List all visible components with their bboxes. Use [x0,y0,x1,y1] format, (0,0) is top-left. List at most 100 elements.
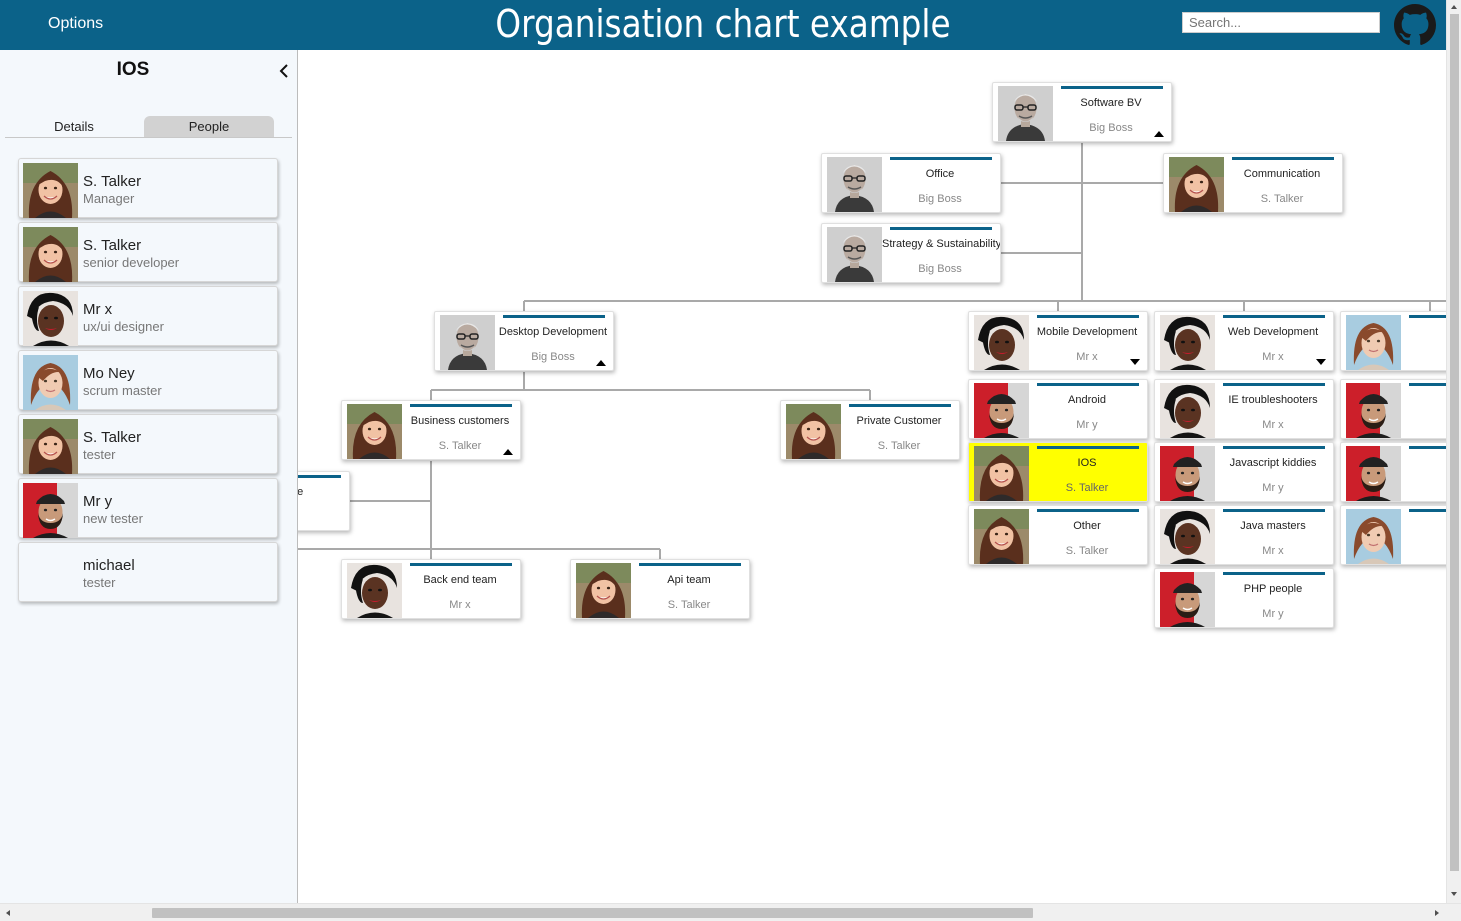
node-person: Big Boss [918,263,962,275]
org-node[interactable]: F [1340,379,1446,439]
panel-tabs: Details People [5,116,292,138]
avatar [1160,383,1215,438]
tab-people[interactable]: People [144,116,274,137]
avatar [974,315,1029,370]
avatar [786,404,841,459]
options-menu[interactable]: Options [48,15,104,32]
search-input[interactable] [1182,12,1380,33]
person-name: Mr y [83,493,113,510]
avatar [974,446,1029,501]
node-title: Api team [667,574,711,586]
node-person: Big Boss [918,193,962,205]
scroll-up-icon[interactable] [1449,2,1459,12]
node-accent-bar [1037,315,1139,318]
org-node[interactable]: Communication S. Talker [1163,153,1343,213]
org-node[interactable] [1340,505,1446,565]
expand-caret-icon[interactable] [1315,359,1327,366]
scroll-down-icon[interactable] [1449,889,1459,899]
node-title: Mobile Development [1036,326,1138,338]
person-name: S. Talker [83,429,142,446]
person-role: senior developer [83,255,180,270]
avatar [1346,315,1401,370]
node-person: Big Boss [1089,122,1133,134]
node-person: Mr x [1262,351,1284,363]
org-node[interactable]: Api team S. Talker [570,559,750,619]
node-person: S. Talker [667,599,711,611]
node-title: IE troubleshooters [1228,394,1318,406]
node-accent-bar [849,404,951,407]
avatar [23,483,78,538]
scroll-left-icon[interactable] [3,908,13,918]
avatar [1160,509,1215,564]
panel-title: IOS [116,59,150,80]
chevron-left-icon[interactable] [276,62,292,80]
avatar [347,563,402,618]
person-name: Mr x [83,301,113,318]
avatar [23,355,78,410]
vertical-scroll-thumb[interactable] [1450,14,1459,871]
person-role: tester [83,575,116,590]
vertical-scrollbar[interactable] [1446,0,1461,903]
collapse-caret-icon[interactable] [595,359,607,366]
horizontal-scrollbar[interactable] [0,903,1461,921]
tab-details[interactable]: Details [54,119,94,134]
node-title: Android [1068,394,1106,406]
node-title: Office [298,486,347,498]
avatar [1160,446,1215,501]
node-title: Software BV [1080,97,1142,109]
node-person: Mr y [1262,482,1284,494]
org-node[interactable]: Software BV Big Boss [992,82,1172,142]
collapse-caret-icon[interactable] [502,448,514,455]
page-title: Organisation chart example [495,2,951,46]
node-accent-bar [1223,446,1325,449]
avatar [576,563,631,618]
scroll-right-icon[interactable] [1432,908,1442,918]
person-role: scrum master [83,383,162,398]
expand-caret-icon[interactable] [1129,359,1141,366]
org-node[interactable] [1340,442,1446,502]
avatar [347,404,402,459]
node-title: Web Development [1227,326,1319,338]
node-person: S. Talker [1260,193,1304,205]
collapse-caret-icon[interactable] [1153,130,1165,137]
person-role: tester [83,447,116,462]
node-title: Other [1073,520,1101,532]
node-title: Communication [1243,168,1321,180]
org-node[interactable]: Web Development Mr x [1154,311,1334,371]
org-node[interactable] [1340,311,1446,371]
node-accent-bar [1409,383,1446,386]
avatar [1160,572,1215,627]
org-node[interactable]: Officex [298,471,350,531]
github-icon[interactable] [1394,4,1436,46]
node-person: Mr y [1262,608,1284,620]
node-accent-bar [639,563,741,566]
avatar [23,419,78,474]
avatar [440,315,495,370]
avatar [23,163,78,218]
horizontal-scroll-thumb[interactable] [152,908,1033,918]
node-accent-bar [1409,446,1446,449]
